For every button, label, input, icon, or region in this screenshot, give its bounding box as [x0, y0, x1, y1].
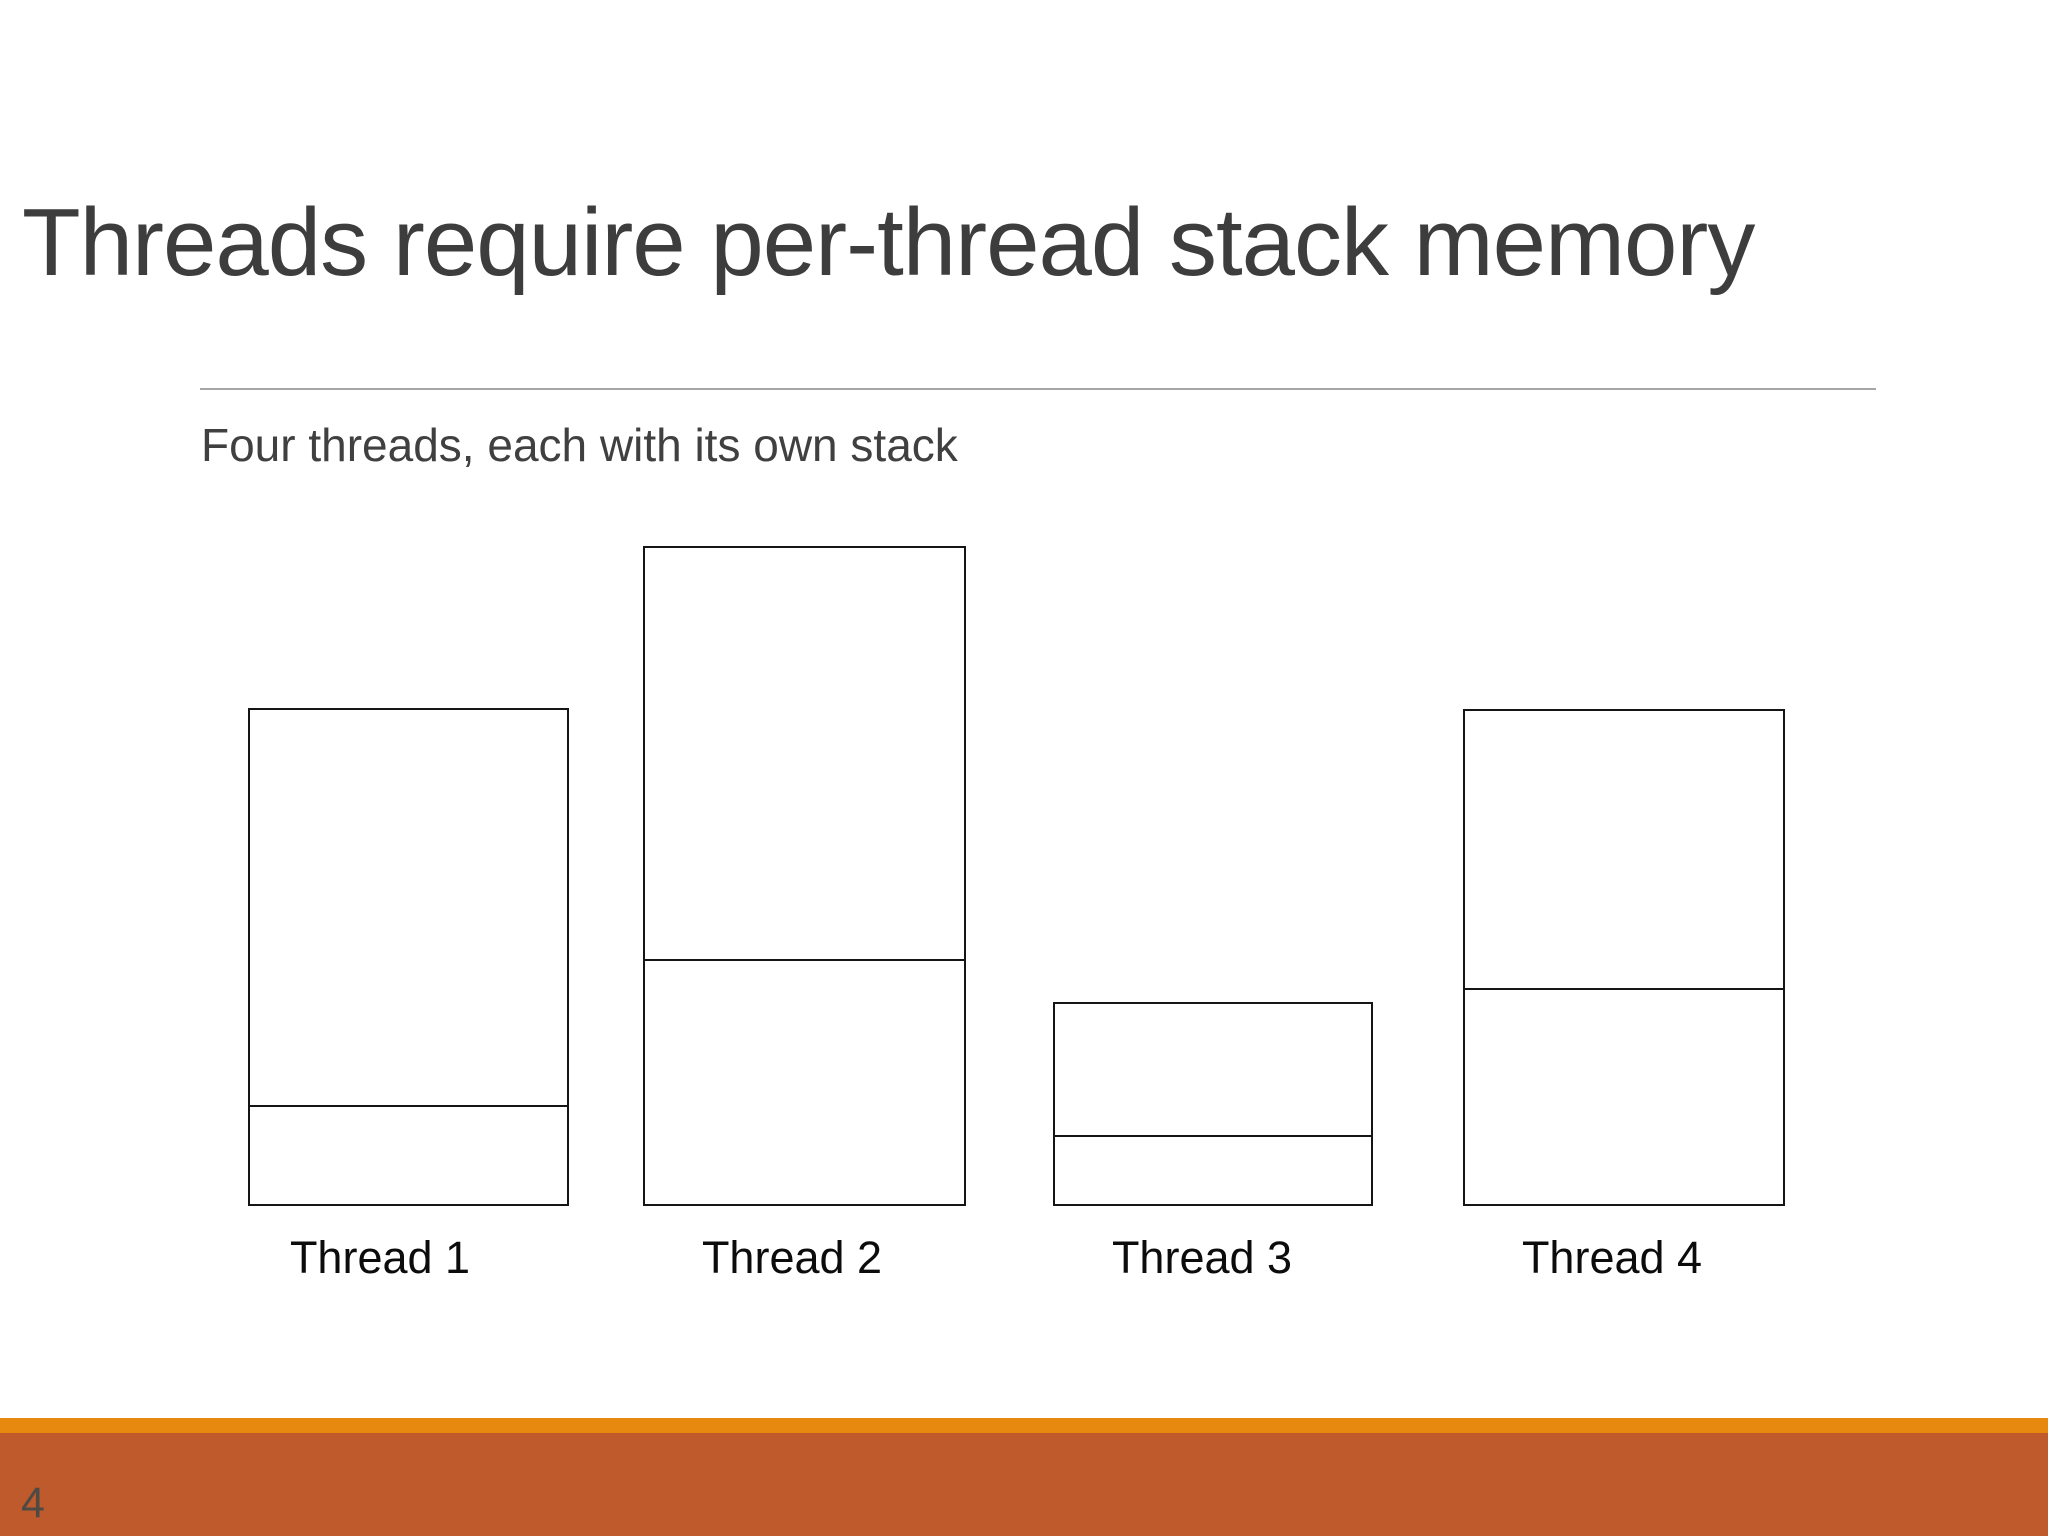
page-number: 4: [21, 1479, 45, 1527]
thread-label: Thread 2: [701, 1232, 883, 1283]
thread-label: Thread 1: [289, 1232, 471, 1283]
slide-subtitle: Four threads, each with its own stack: [201, 419, 958, 471]
slide-title: Threads require per-thread stack memory: [22, 189, 1755, 296]
stack-used-divider-line: [645, 959, 964, 961]
thread-stack-box: [643, 546, 966, 1206]
thread-label: Thread 4: [1521, 1232, 1703, 1283]
footer-accent-strip: [0, 1418, 2048, 1433]
thread-label: Thread 3: [1111, 1232, 1293, 1283]
thread-stack-box: [1053, 1002, 1373, 1206]
thread-stack-box: [1463, 709, 1785, 1206]
thread-stack-box: [248, 708, 569, 1206]
footer-bar: 4: [0, 1433, 2048, 1536]
title-divider-line: [200, 388, 1876, 390]
stack-used-divider-line: [1465, 988, 1783, 990]
stack-used-divider-line: [250, 1105, 567, 1107]
stack-used-divider-line: [1055, 1135, 1371, 1137]
